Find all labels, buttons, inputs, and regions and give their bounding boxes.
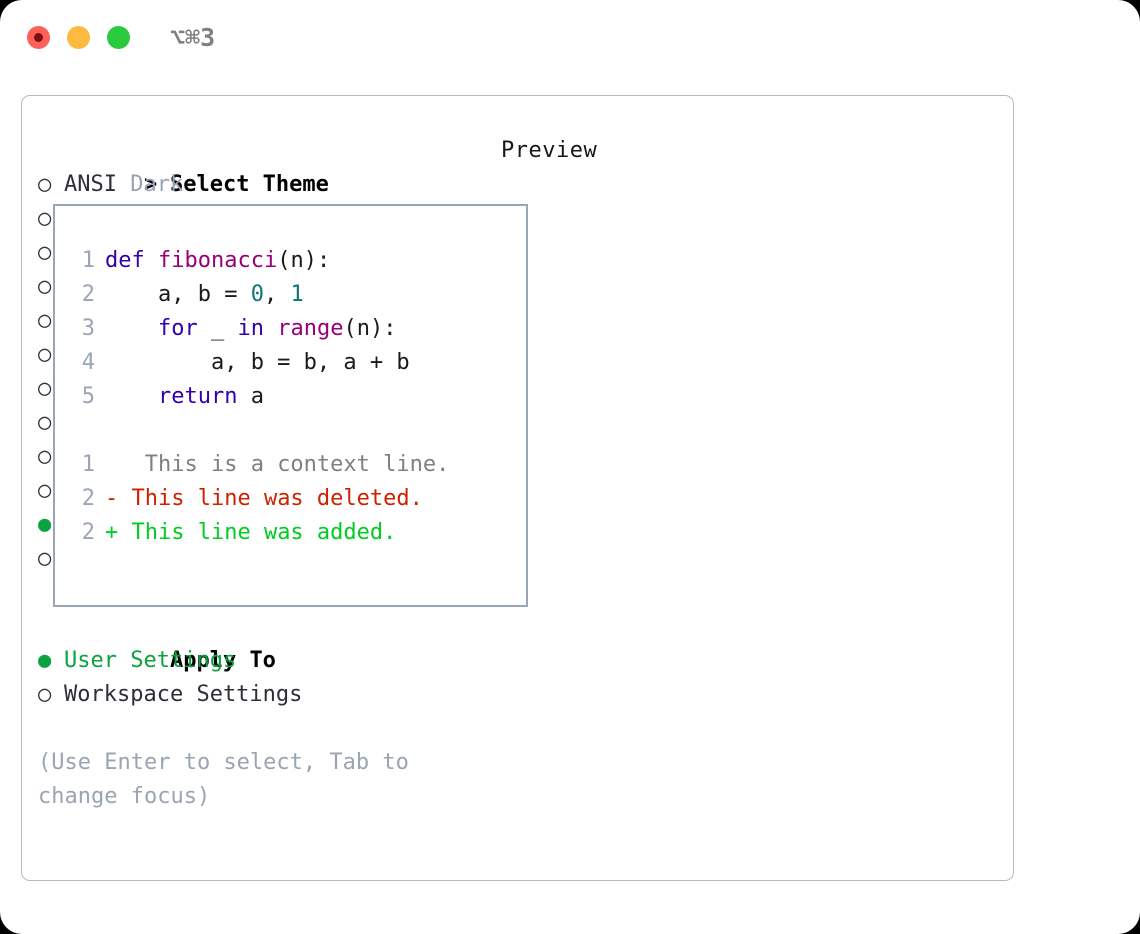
radio-unselected-icon: ○ — [38, 444, 52, 469]
close-button-icon[interactable] — [27, 26, 50, 49]
code-token-pl — [105, 384, 158, 409]
radio-selected-icon: ● — [38, 512, 52, 537]
apply-to-item-label: Workspace Settings — [64, 682, 303, 707]
code-token-pl: a — [237, 384, 264, 409]
code-token-num: 0 — [250, 282, 264, 307]
code-line-text: return a — [95, 384, 264, 409]
radio-unselected-icon: ○ — [38, 274, 52, 299]
diff-line-text: This is a context line. — [95, 452, 450, 477]
code-token-kw: for — [157, 316, 198, 341]
code-token-num: 1 — [290, 282, 304, 307]
main-panel: >Select Theme ○ANSI Dark○Atom One Dark○A… — [21, 95, 1014, 881]
diff-line-text: - This line was deleted. — [95, 486, 423, 511]
line-number: 5 — [81, 384, 95, 409]
maximize-button-icon[interactable] — [107, 26, 130, 49]
code-token-pl: (n): — [277, 248, 331, 273]
title-bar: ⌥⌘3 — [0, 0, 1140, 78]
apply-to-item-user-settings[interactable]: ● User Settings — [38, 644, 493, 678]
code-line-text: a, b = 0, 1 — [95, 282, 304, 307]
line-number: 2 — [81, 282, 95, 307]
preview-column: Preview — [501, 134, 991, 168]
code-line-text: def fibonacci(n): — [95, 248, 330, 273]
line-number: 1 — [81, 452, 95, 477]
preview-title: Preview — [501, 138, 598, 163]
select-theme-header-label: Select Theme — [169, 172, 329, 197]
theme-item-label: ANSI — [64, 172, 117, 197]
line-number: 4 — [81, 350, 95, 375]
radio-unselected-icon: ○ — [38, 206, 52, 231]
radio-unselected-icon: ○ — [38, 342, 52, 367]
apply-to-header: Apply To — [38, 610, 493, 673]
code-line-text: for _ in range(n): — [95, 316, 396, 341]
apply-to-item-label: User Settings — [64, 648, 237, 673]
select-theme-header: > Select Theme — [38, 134, 493, 197]
diff-text: This line was deleted. — [118, 486, 423, 511]
diff-marker: - — [105, 486, 119, 511]
radio-unselected-icon: ○ — [38, 410, 52, 435]
code-token-pl: , — [263, 282, 291, 307]
diff-line-added: 2+ This line was added. — [55, 516, 526, 550]
diff-line-deleted: 2- This line was deleted. — [55, 482, 526, 516]
code-token-pl: a, b = b, a + b — [105, 350, 410, 375]
line-number: 2 — [81, 520, 95, 545]
code-token-pl — [105, 316, 158, 341]
code-token-kw: def — [105, 248, 158, 273]
apply-to-list: ● User Settings ○ Workspace Settings — [38, 644, 493, 712]
code-diff-spacer — [55, 414, 526, 448]
code-line-text: a, b = b, a + b — [95, 350, 410, 375]
code-line: 2 a, b = 0, 1 — [55, 278, 526, 312]
radio-unselected-icon: ○ — [38, 308, 52, 333]
keyboard-hint: (Use Enter to select, Tab to change focu… — [38, 750, 409, 809]
diff-text: This is a context line. — [118, 452, 450, 477]
radio-unselected-icon: ○ — [38, 478, 52, 503]
radio-unselected-icon: ○ — [38, 682, 52, 707]
caret-icon: > — [143, 172, 158, 197]
apply-to-item-workspace-settings[interactable]: ○ Workspace Settings — [38, 678, 493, 712]
minimize-button-icon[interactable] — [67, 26, 90, 49]
apply-to-header-label: Apply To — [169, 648, 276, 673]
diff-line-context: 1 This is a context line. — [55, 448, 526, 482]
radio-unselected-icon: ○ — [38, 240, 52, 265]
diff-sample: 1 This is a context line.2- This line wa… — [55, 448, 526, 550]
diff-marker — [105, 452, 118, 477]
line-number: 1 — [81, 248, 95, 273]
code-token-kw: return — [157, 384, 238, 409]
radio-selected-icon: ● — [38, 648, 52, 673]
code-line: 5 return a — [55, 380, 526, 414]
code-token-fn: fibonacci — [157, 248, 278, 273]
theme-item-variant: Dark — [116, 172, 184, 197]
radio-unselected-icon: ○ — [38, 546, 52, 571]
diff-text: This line was added. — [118, 520, 397, 545]
diff-marker: + — [105, 520, 119, 545]
window-title: ⌥⌘3 — [170, 23, 216, 52]
code-line: 3 for _ in range(n): — [55, 312, 526, 346]
code-token-pl — [264, 316, 277, 341]
traffic-light-buttons — [27, 26, 130, 49]
line-number: 3 — [81, 316, 95, 341]
line-number: 2 — [81, 486, 95, 511]
theme-item-ansi[interactable]: ○ ANSI Dark — [38, 168, 493, 202]
radio-unselected-icon: ○ — [38, 172, 52, 197]
code-token-fn: range — [277, 316, 344, 341]
code-line: 4 a, b = b, a + b — [55, 346, 526, 380]
radio-unselected-icon: ○ — [38, 376, 52, 401]
code-token-pl: a, b = — [105, 282, 251, 307]
code-token-pl: (n): — [343, 316, 397, 341]
code-token-pl: _ — [197, 316, 238, 341]
code-token-kw: in — [237, 316, 264, 341]
diff-line-text: + This line was added. — [95, 520, 396, 545]
